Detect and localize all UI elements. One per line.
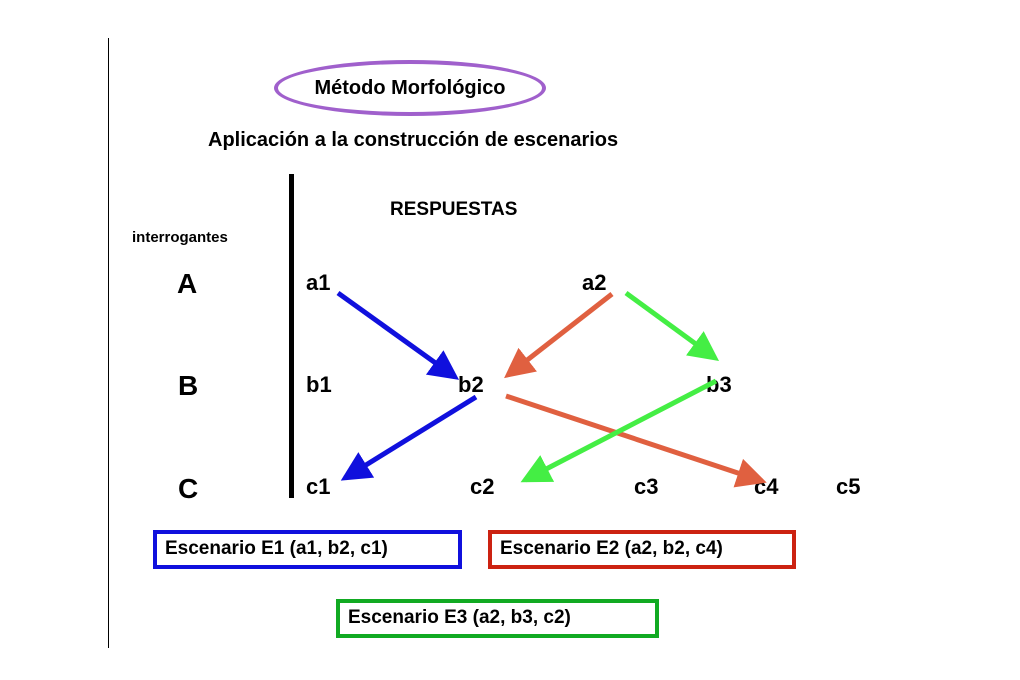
option-c3: c3 [634,474,659,499]
arrow-e1-a1-b2 [336,290,460,380]
scenario-e2-box: Escenario E2 (a2, b2, c4) [488,530,796,569]
arrow-e1-b2-c1 [340,394,478,481]
question-c: C [178,473,199,504]
scenario-e3-box: Escenario E3 (a2, b3, c2) [336,599,659,638]
question-a: A [177,268,198,299]
title-oval [274,60,546,116]
scenario-e1-box: Escenario E1 (a1, b2, c1) [153,530,462,569]
diagram-title: Método Morfológico [314,77,506,99]
arrow-e3-a2-b3 [624,290,720,361]
responses-header: RESPUESTAS [390,199,518,220]
arrow-e2-b2-c4 [505,393,767,488]
arrow-e2-a2-b2 [504,292,614,379]
option-b2: b2 [458,372,484,397]
option-b1: b1 [306,372,332,397]
scenario-e2-label: Escenario E2 (a2, b2, c4) [500,538,723,559]
arrow-e3-b3-c2 [520,378,718,483]
questions-header: interrogantes [132,229,228,246]
slide-border-line [108,38,109,648]
scenario-e1-label: Escenario E1 (a1, b2, c1) [165,538,388,559]
column-divider [289,174,294,498]
option-c1: c1 [306,474,331,499]
option-a1: a1 [306,270,331,295]
scenario-e3-label: Escenario E3 (a2, b3, c2) [348,607,571,628]
option-c2: c2 [470,474,495,499]
option-c5: c5 [836,474,861,499]
option-a2: a2 [582,270,607,295]
question-b: B [178,370,199,401]
diagram-subtitle: Aplicación a la construcción de escenari… [208,129,619,151]
